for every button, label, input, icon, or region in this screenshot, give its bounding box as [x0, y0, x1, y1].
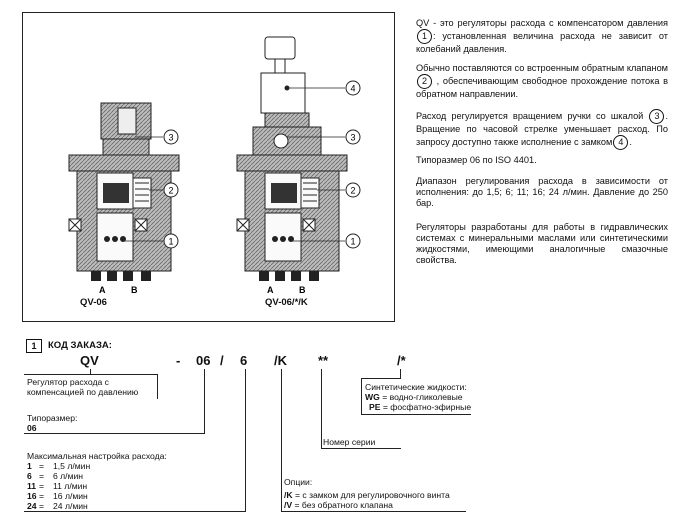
code-series: **	[318, 353, 329, 368]
description-p4: Типоразмер 06 по ISO 4401.	[416, 155, 537, 165]
callouts-left: 3 2 1	[163, 129, 179, 249]
callout-3-right: 3	[350, 133, 355, 143]
code-flow: 6	[240, 353, 248, 368]
code-fluid: /*	[397, 353, 406, 368]
fluid-option-wg: WG = водно-гликолевые	[365, 392, 463, 402]
section-title: КОД ЗАКАЗА:	[48, 340, 112, 351]
code-dash: -	[176, 353, 181, 368]
flow-label: Максимальная настройка расхода:	[27, 451, 167, 461]
option-v: /V = без обратного клапана	[284, 500, 393, 510]
option-k: /K = с замком для регулировочного винта	[284, 490, 450, 500]
size-label: Типоразмер:	[27, 413, 78, 423]
regulator-description: Регулятор расхода с компенсацией по давл…	[27, 377, 139, 397]
code-qv: QV	[80, 353, 99, 368]
code-size: 06	[196, 353, 211, 368]
series-label: Номер серии	[323, 437, 376, 447]
description-p2: Обычно поставляются со встроенным обратн…	[416, 63, 669, 99]
fluids-label: Синтетические жидкости:	[365, 382, 467, 392]
port-b-left: B	[131, 285, 138, 295]
flow-option: 16=16 л/мин	[27, 491, 88, 501]
description-p1: QV - это регуляторы расхода с компенсато…	[416, 18, 668, 54]
code-slash1: /	[220, 353, 224, 368]
fluid-option-pe: PE = фосфатно-эфирные	[369, 402, 472, 412]
description-p6: Регуляторы разработаны для работы в гидр…	[416, 222, 668, 265]
code-option: /K	[274, 353, 287, 368]
flow-option: 11=11 л/мин	[27, 481, 88, 491]
flow-option: 6=6 л/мин	[27, 471, 84, 481]
callout-2-right: 2	[350, 186, 355, 196]
port-a-left: A	[99, 285, 106, 295]
ref-circle-2: 2	[417, 74, 432, 89]
flow-option: 1=1,5 л/мин	[27, 461, 91, 471]
description-p5: Диапазон регулирования расхода в зависим…	[416, 176, 668, 208]
callout-2-left: 2	[168, 186, 173, 196]
valve-qv06-drawing	[68, 102, 180, 281]
size-value: 06	[27, 423, 37, 433]
callout-3-left: 3	[168, 133, 173, 143]
caption-qv06: QV-06	[80, 297, 107, 308]
callout-1-right: 1	[350, 237, 355, 247]
callout-4-right: 4	[350, 84, 355, 94]
port-b-right: B	[299, 285, 306, 295]
section-number-box: 1	[26, 339, 42, 353]
valve-drawings-frame: 3 2 1 4 3 2 1 A B A B	[22, 12, 395, 322]
valve-qv06k-drawing	[236, 36, 348, 281]
port-a-right: A	[267, 285, 274, 295]
options-label: Опции:	[284, 477, 313, 487]
ref-circle-4: 4	[613, 135, 629, 150]
flow-options-list: 1=1,5 л/мин 6=6 л/мин 11=11 л/мин 16=16 …	[27, 461, 147, 511]
callouts-right: 4 3 2 1	[345, 80, 361, 249]
valve-drawings: 3 2 1 4 3 2 1 A B A B	[68, 36, 361, 295]
callout-1-left: 1	[168, 237, 173, 247]
ref-circle-3: 3	[649, 109, 665, 124]
flow-option: 24=24 л/мин	[27, 501, 88, 511]
leader-lines	[123, 87, 345, 242]
caption-qv06k: QV-06/*/K	[265, 297, 308, 308]
description-p3: Расход регулируется вращением ручки со ш…	[416, 109, 668, 150]
ref-circle-1: 1	[417, 29, 432, 44]
